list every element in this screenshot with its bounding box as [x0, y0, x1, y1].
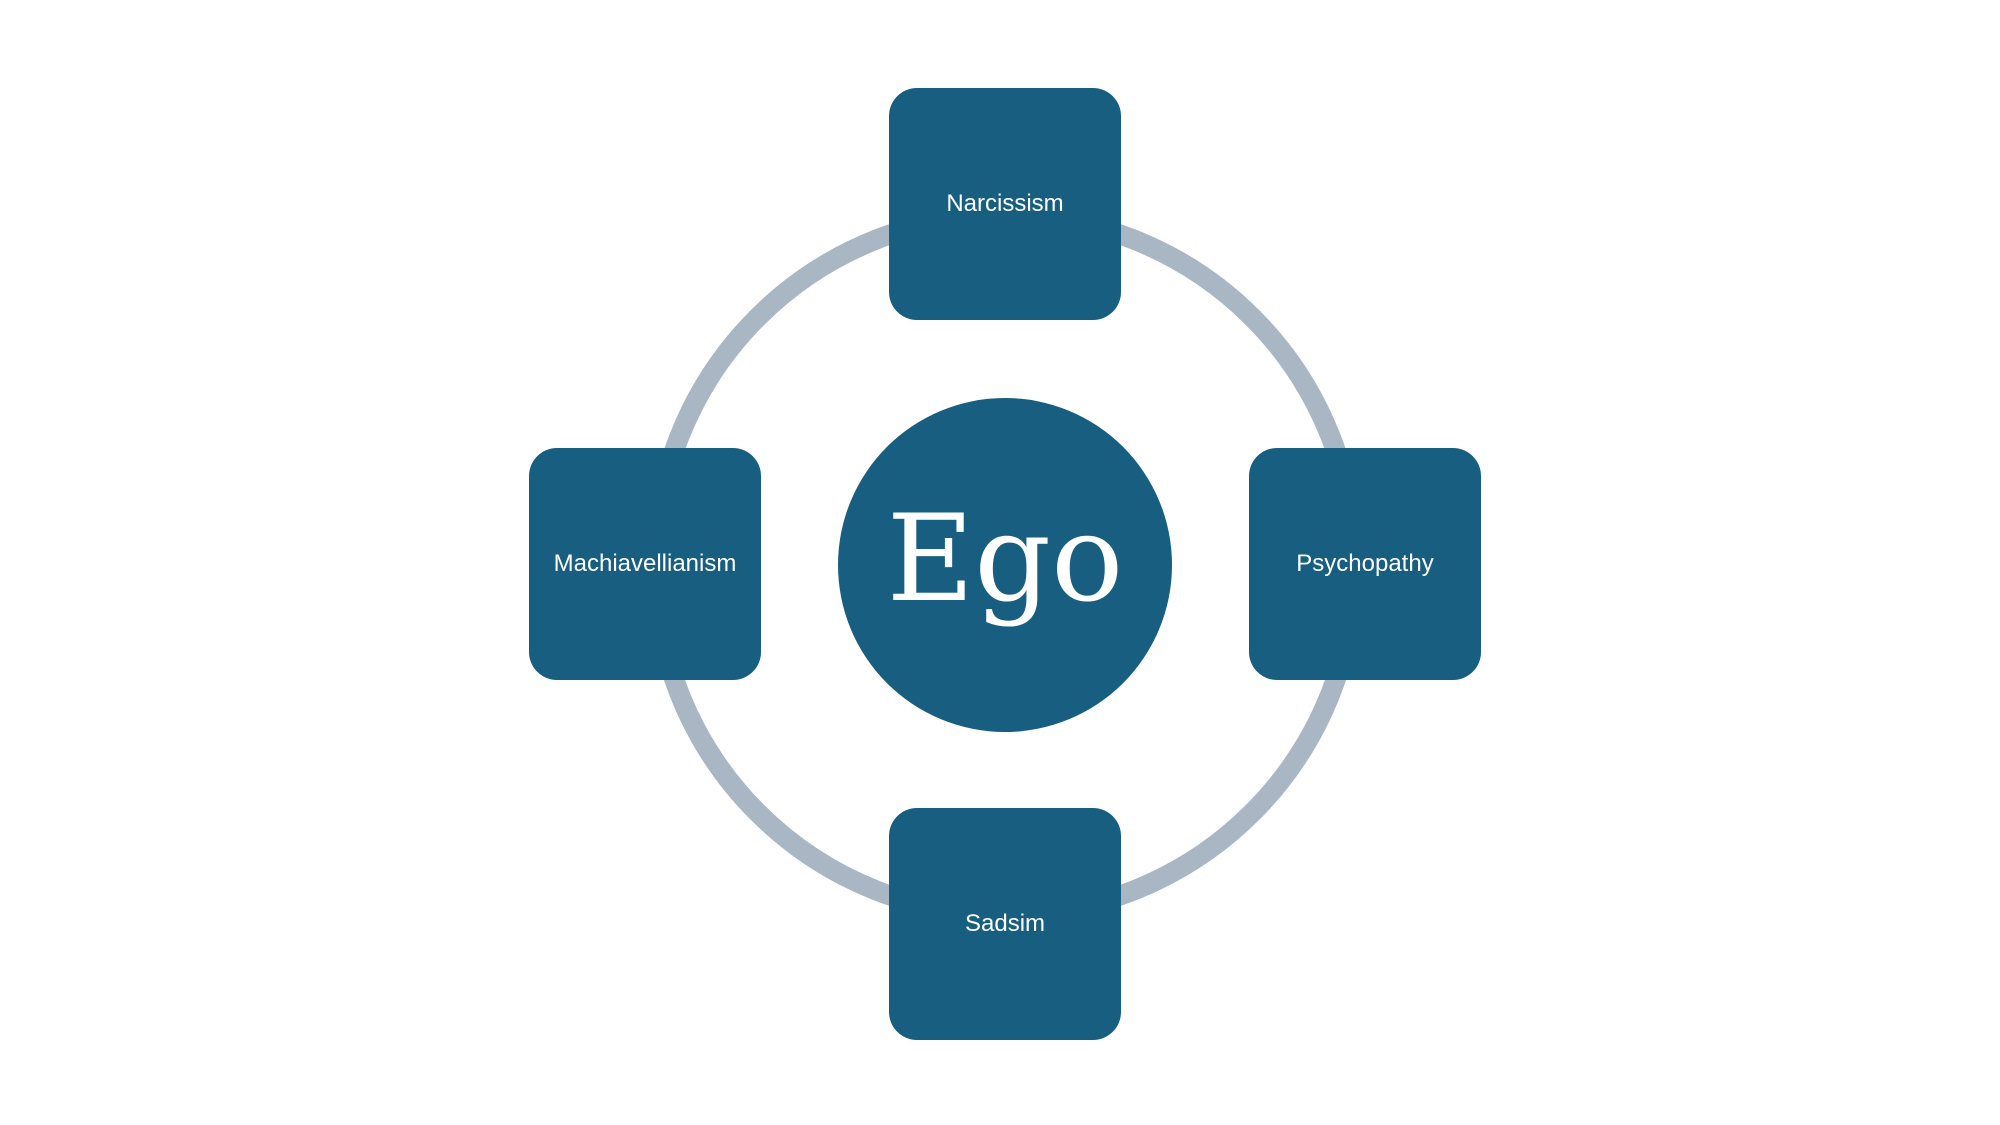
node-sadsim: Sadsim	[889, 808, 1121, 1040]
node-machiavellianism: Machiavellianism	[529, 448, 761, 680]
node-psychopathy: Psychopathy	[1249, 448, 1481, 680]
node-label-sadsim: Sadsim	[964, 910, 1046, 937]
node-label-psychopathy: Psychopathy	[1296, 550, 1434, 577]
center-label: Ego	[886, 490, 1124, 629]
node-label-machiavellianism: Machiavellianism	[553, 550, 737, 577]
node-label-narcissism: Narcissism	[946, 190, 1064, 217]
node-narcissism: Narcissism	[889, 88, 1121, 320]
center-node-ego: Ego	[838, 398, 1172, 732]
